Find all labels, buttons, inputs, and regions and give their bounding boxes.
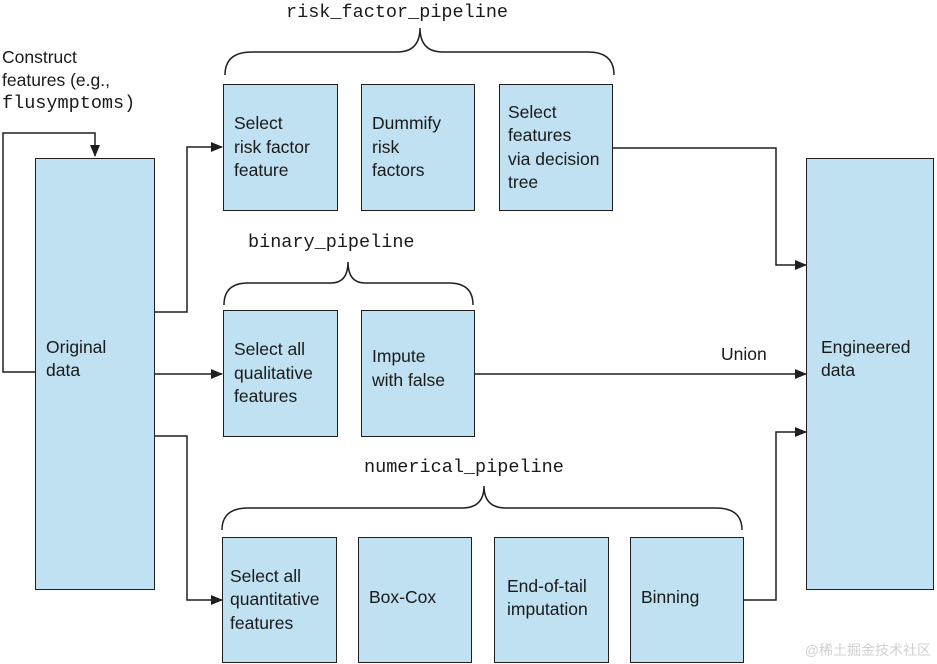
numerical-step-select-quantitative: Select all quantitative features [222, 537, 337, 663]
watermark-text: @稀土掘金技术社区 [804, 642, 931, 658]
original-data-label: Original data [46, 336, 107, 381]
risk-step-select-feature: Select risk factor feature [223, 84, 338, 211]
numerical-step-label: Binning [641, 587, 700, 608]
numerical-step-label: Box-Cox [369, 587, 437, 608]
binary-step-label: Select all qualitative features [234, 339, 313, 407]
construct-features-loop-arrow [2, 132, 100, 373]
numerical-step-end-of-tail: End-of-tail imputation [494, 537, 609, 663]
arrow-original-to-risk [155, 142, 223, 313]
arrow-original-to-numerical [155, 435, 223, 605]
construct-note-line2: features (e.g., [2, 70, 110, 90]
union-label: Union [721, 344, 767, 364]
engineered-data-box: Engineered data [806, 158, 934, 590]
risk-step-label: Select risk factor feature [234, 113, 310, 181]
risk-pipeline-title: risk_factor_pipeline [286, 2, 509, 23]
risk-step-label: Select features via decision tree [508, 101, 600, 193]
construct-note-code: flusymptoms) [2, 93, 136, 114]
original-data-box: Original data [35, 158, 155, 590]
numerical-pipeline-brace [221, 485, 743, 531]
binary-pipeline-brace [223, 261, 474, 306]
numerical-pipeline-title: numerical_pipeline [364, 457, 564, 478]
risk-step-decision-tree: Select features via decision tree [499, 84, 613, 211]
arrow-risk-to-engineered [612, 147, 807, 270]
numerical-step-label: End-of-tail imputation [507, 575, 588, 620]
numerical-step-binning: Binning [630, 537, 744, 663]
binary-step-label: Impute with false [372, 346, 445, 390]
arrow-numerical-to-engineered [744, 427, 807, 601]
engineered-data-label: Engineered data [821, 336, 911, 381]
risk-step-label: Dummify risk factors [372, 113, 442, 181]
numerical-step-box-cox: Box-Cox [358, 537, 472, 663]
binary-pipeline-title: binary_pipeline [248, 232, 415, 253]
binary-step-impute-false: Impute with false [361, 310, 475, 437]
binary-step-select-qualitative: Select all qualitative features [223, 310, 338, 437]
construct-note-line1: Construct [2, 47, 77, 67]
risk-pipeline-brace [224, 27, 615, 76]
risk-step-dummify: Dummify risk factors [361, 84, 475, 211]
numerical-step-label: Select all quantitative features [230, 565, 320, 633]
construct-features-note: Construct features (e.g., flusymptoms) [2, 46, 135, 115]
